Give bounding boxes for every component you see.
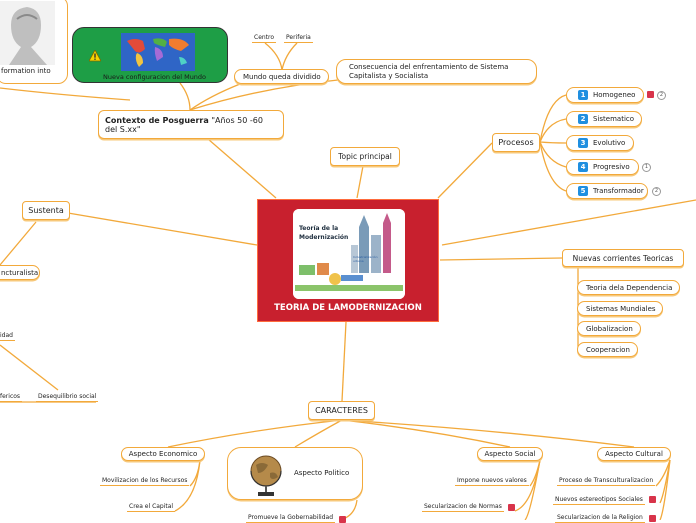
fericos-label[interactable]: fericos [0, 393, 22, 402]
center-image: Teoría de la Modernización Industrializa… [293, 209, 405, 299]
link-center-topic [357, 166, 363, 198]
image-caption: Industrialización urbana [353, 255, 383, 263]
link-context-mundo [190, 84, 240, 110]
proceso-item-homogeneo[interactable]: 1 Homogeneo [566, 87, 644, 103]
link-proc-3 [540, 142, 566, 143]
nueva-label: Nueva configuracion del Mundo [103, 73, 206, 81]
procesos-node[interactable]: Procesos [492, 133, 540, 152]
contexto-bold: Contexto de Posguerra [105, 116, 209, 125]
link-mundo-periferia [282, 43, 297, 70]
proceso-item-evolutivo[interactable]: 3 Evolutivo [566, 135, 634, 151]
link-icon[interactable] [647, 91, 654, 98]
link-center-sustenta [68, 213, 257, 245]
caracteres-node[interactable]: CARACTERES [308, 401, 375, 420]
cultural-item[interactable]: Nuevos estereotipos Sociales [553, 496, 645, 505]
proceso-label: Evolutivo [593, 139, 625, 147]
sustenta-child-node[interactable]: ncturalista [0, 265, 40, 280]
count-badge: 1 [642, 163, 651, 172]
corriente-item[interactable]: Sistemas Mundiales [577, 301, 663, 316]
nueva-configuracion-node[interactable]: Nueva configuracion del Mundo [72, 27, 228, 83]
corriente-item[interactable]: Cooperacion [577, 342, 638, 357]
economico-item[interactable]: Crea el Capital [127, 503, 175, 512]
economico-item[interactable]: Movilizacion de los Recursos [100, 477, 189, 486]
link-center-context [208, 139, 276, 198]
link-car-soc [342, 420, 510, 447]
warning-icon [89, 50, 101, 62]
number-5-icon: 5 [578, 186, 588, 196]
link-icon[interactable] [649, 496, 656, 503]
link-center-far-right [442, 200, 696, 245]
aspecto-social-node[interactable]: Aspecto Social [477, 447, 543, 461]
link-sustenta-child [0, 222, 36, 265]
number-3-icon: 3 [578, 138, 588, 148]
central-topic-node[interactable]: Teoría de la Modernización Industrializa… [257, 199, 439, 322]
nuevas-corrientes-node[interactable]: Nuevas corrientes Teoricas [562, 249, 684, 267]
link-car-econ [168, 420, 342, 447]
centro-label[interactable]: Centro [252, 34, 276, 43]
proceso-item-transformador[interactable]: 5 Transformador [566, 183, 648, 199]
proceso-item-sistematico[interactable]: 2 Sistematico [566, 111, 642, 127]
central-topic-title: TEORIA DE LAMODERNIZACION [258, 303, 438, 313]
politico-item[interactable]: Promueve la Gobernabilidad [246, 514, 335, 523]
number-4-icon: 4 [578, 162, 588, 172]
link-left-misc [0, 345, 58, 390]
link-proc-2 [540, 119, 566, 142]
aspecto-economico-node[interactable]: Aspecto Economico [121, 447, 205, 461]
link-context-left [0, 88, 130, 100]
corriente-item[interactable]: Teoria dela Dependencia [577, 280, 680, 295]
link-center-procesos [438, 143, 492, 198]
proceso-label: Homogeneo [593, 91, 635, 99]
information-label: formation into [1, 67, 51, 75]
link-center-nuevas [440, 258, 562, 260]
social-item[interactable]: Secularizacion de Normas [422, 503, 504, 512]
link-center-caracteres [342, 322, 346, 401]
consecuencia-label: Consecuencia del enfrentamiento de Siste… [349, 63, 536, 81]
image-title-line1: Teoría de la [299, 225, 338, 232]
sustenta-node[interactable]: Sustenta [22, 201, 70, 220]
proceso-label: Transformador [593, 187, 644, 195]
mundo-dividido-node[interactable]: Mundo queda dividido [234, 69, 329, 84]
aspecto-politico-node[interactable]: Aspecto Politico [227, 447, 363, 500]
contexto-node[interactable]: Contexto de Posguerra "Años 50 -60 del S… [98, 110, 284, 139]
number-2-icon: 2 [578, 114, 588, 124]
desequilibrio-label[interactable]: Desequilibrio social [36, 393, 98, 402]
proceso-label: Progresivo [593, 163, 630, 171]
link-context-nueva [180, 83, 190, 110]
link-icon[interactable] [649, 515, 656, 522]
link-proc-4 [540, 142, 566, 167]
politico-label: Aspecto Politico [294, 469, 349, 477]
proceso-label: Sistematico [593, 115, 634, 123]
link-mundo-centro [265, 43, 282, 70]
count-badge: 2 [657, 91, 666, 100]
link-car-pol [295, 420, 342, 447]
consecuencia-node[interactable]: Consecuencia del enfrentamiento de Siste… [336, 59, 537, 84]
link-icon[interactable] [508, 504, 515, 511]
person-thumbnail [0, 1, 55, 65]
globe-icon [248, 451, 284, 499]
count-badge: 2 [652, 187, 661, 196]
aspecto-cultural-node[interactable]: Aspecto Cultural [597, 447, 671, 461]
periferia-label[interactable]: Periferia [284, 34, 313, 43]
cultural-item[interactable]: Secularizacion de la Religion [555, 514, 645, 523]
proceso-item-progresivo[interactable]: 4 Progresivo [566, 159, 639, 175]
link-context-consecuencia [190, 80, 338, 110]
corriente-item[interactable]: Globalizacion [577, 321, 641, 336]
idad-label[interactable]: idad [0, 332, 15, 341]
image-title-line2: Modernización [299, 234, 348, 241]
world-map-image [121, 33, 195, 71]
topic-node[interactable]: Topic principal [330, 147, 400, 166]
person-image-node[interactable]: formation into [0, 0, 68, 84]
link-cult-3 [660, 460, 670, 520]
social-item[interactable]: Impone nuevos valores [455, 477, 529, 486]
cultural-item[interactable]: Proceso de Transculturalizacion [557, 477, 655, 486]
number-1-icon: 1 [578, 90, 588, 100]
